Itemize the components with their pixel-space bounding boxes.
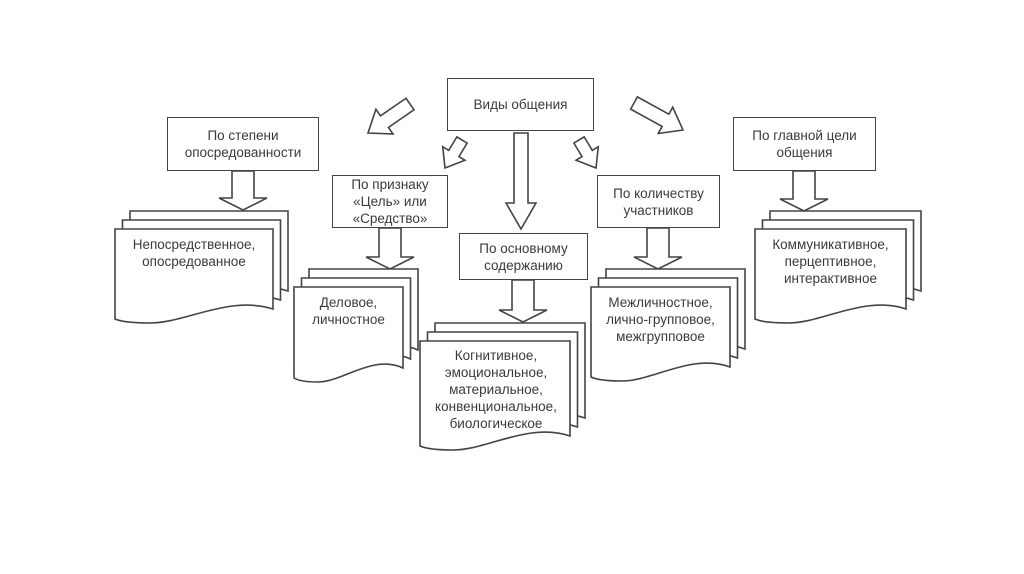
arrow-main-goal-types [779,170,829,212]
category-box-main-goal: По главной цели общения [733,117,876,171]
doc-stack-content-front-page [419,340,571,451]
arrow-to-main-goal [629,95,685,135]
category-box-mediation: По степени опосредованности [167,117,319,171]
types-text-goal-means: Деловое, личностное [312,295,385,327]
arrow-to-mediation [366,97,416,135]
category-box-content: По основному содержанию [459,233,588,280]
types-text-mediation: Непосредственное, опосредованное [132,237,256,269]
category-box-participants: По количеству участников [597,175,720,228]
arrow-content-types [498,279,548,323]
types-text-content: Когнитивное, эмоциональное, материальное… [435,348,557,431]
arrow-goal-means-types [365,227,415,270]
category-box-goal-means: По признаку «Цель» или «Средство» [332,175,448,228]
doc-stack-main-goal-front-page [754,228,907,324]
doc-stack-participants-front-page [590,286,731,382]
root-box: Виды общения [447,78,594,131]
doc-stack-mediation-front-page [114,228,274,324]
doc-stack-goal-means-front-page [293,286,404,383]
types-text-main-goal: Коммуникативное, перцептивное, интеракти… [772,237,889,286]
arrow-mediation-types [218,170,268,211]
arrow-to-content [504,132,538,231]
arrow-to-participants [572,135,600,170]
arrow-to-goal-means [441,135,469,170]
arrow-participants-types [633,227,683,270]
types-text-participants: Межличностное, лично-групповое, межгрупп… [606,295,715,344]
